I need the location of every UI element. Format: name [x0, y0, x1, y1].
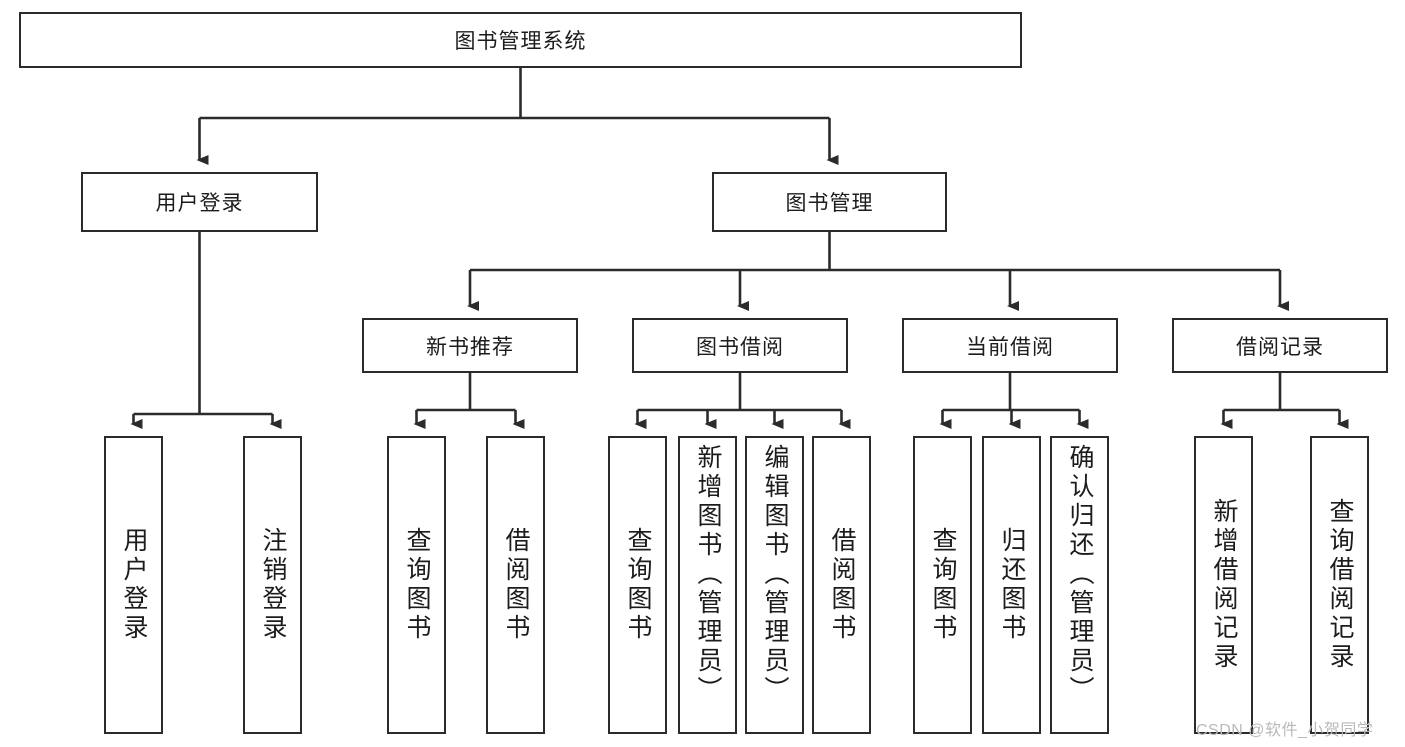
node-leaf-0[interactable]: 用户登录 — [104, 436, 163, 734]
node-label: 图书管理 — [785, 192, 874, 215]
node-label: 查询图书 — [624, 527, 652, 643]
node-label: 确认归还（管理员） — [1066, 444, 1094, 705]
node-label: 注销登录 — [259, 527, 287, 643]
node-leaf-10[interactable]: 确认归还（管理员） — [1050, 436, 1109, 734]
node-label: 图书借阅 — [696, 335, 784, 359]
node-label: 查询图书 — [929, 527, 957, 643]
node-label: 编辑图书（管理员） — [761, 444, 789, 705]
node-label: 用户登录 — [120, 527, 148, 643]
node-label: 查询借阅记录 — [1326, 498, 1354, 672]
node-level2-2[interactable]: 当前借阅 — [902, 318, 1118, 373]
node-label: 借阅记录 — [1236, 335, 1324, 359]
node-leaf-6[interactable]: 编辑图书（管理员） — [745, 436, 804, 734]
node-level2-3[interactable]: 借阅记录 — [1172, 318, 1388, 373]
node-label: 新书推荐 — [426, 335, 514, 359]
node-root-图书管理系统[interactable]: 图书管理系统 — [19, 12, 1022, 68]
node-label: 用户登录 — [155, 192, 244, 215]
node-label: 借阅图书 — [502, 527, 530, 643]
node-label: 归还图书 — [998, 527, 1026, 643]
node-leaf-7[interactable]: 借阅图书 — [812, 436, 871, 734]
node-leaf-12[interactable]: 查询借阅记录 — [1310, 436, 1369, 734]
node-level1-1[interactable]: 图书管理 — [712, 172, 947, 232]
node-label: 新增图书（管理员） — [694, 444, 722, 705]
node-level2-0[interactable]: 新书推荐 — [362, 318, 578, 373]
node-label: 当前借阅 — [966, 335, 1054, 359]
node-leaf-3[interactable]: 借阅图书 — [486, 436, 545, 734]
node-leaf-11[interactable]: 新增借阅记录 — [1194, 436, 1253, 734]
node-leaf-4[interactable]: 查询图书 — [608, 436, 667, 734]
node-label: 查询图书 — [403, 527, 431, 643]
csdn-watermark: CSDN @软件_小贺同学 — [1196, 722, 1374, 739]
node-leaf-1[interactable]: 注销登录 — [243, 436, 302, 734]
node-leaf-2[interactable]: 查询图书 — [387, 436, 446, 734]
node-level1-0[interactable]: 用户登录 — [81, 172, 318, 232]
node-leaf-5[interactable]: 新增图书（管理员） — [678, 436, 737, 734]
node-label: 新增借阅记录 — [1210, 498, 1238, 672]
node-level2-1[interactable]: 图书借阅 — [632, 318, 848, 373]
node-leaf-8[interactable]: 查询图书 — [913, 436, 972, 734]
node-leaf-9[interactable]: 归还图书 — [982, 436, 1041, 734]
node-label: 借阅图书 — [828, 527, 856, 643]
node-label: 图书管理系统 — [454, 30, 587, 53]
